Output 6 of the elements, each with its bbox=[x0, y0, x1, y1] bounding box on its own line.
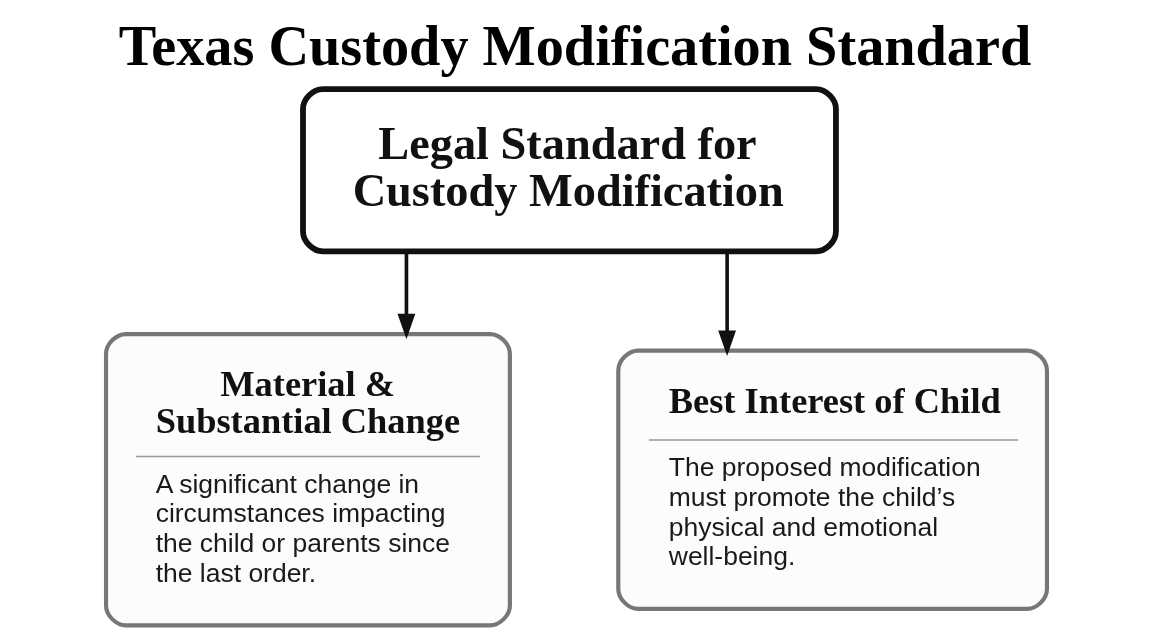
node-box: Material & Substantial Change A significant change in circumstances impacting the child or parents since the last order. bbox=[103, 332, 512, 628]
node-box: Legal Standard for Custody Modification bbox=[299, 86, 839, 255]
diagram-title: Texas Custody Modification Standard bbox=[118, 14, 1031, 77]
arrow bbox=[717, 251, 736, 356]
node-box: Best Interest of Child The proposed modification must promote the child’s physical and emotional well-being. bbox=[615, 348, 1049, 611]
arrow bbox=[397, 251, 415, 340]
